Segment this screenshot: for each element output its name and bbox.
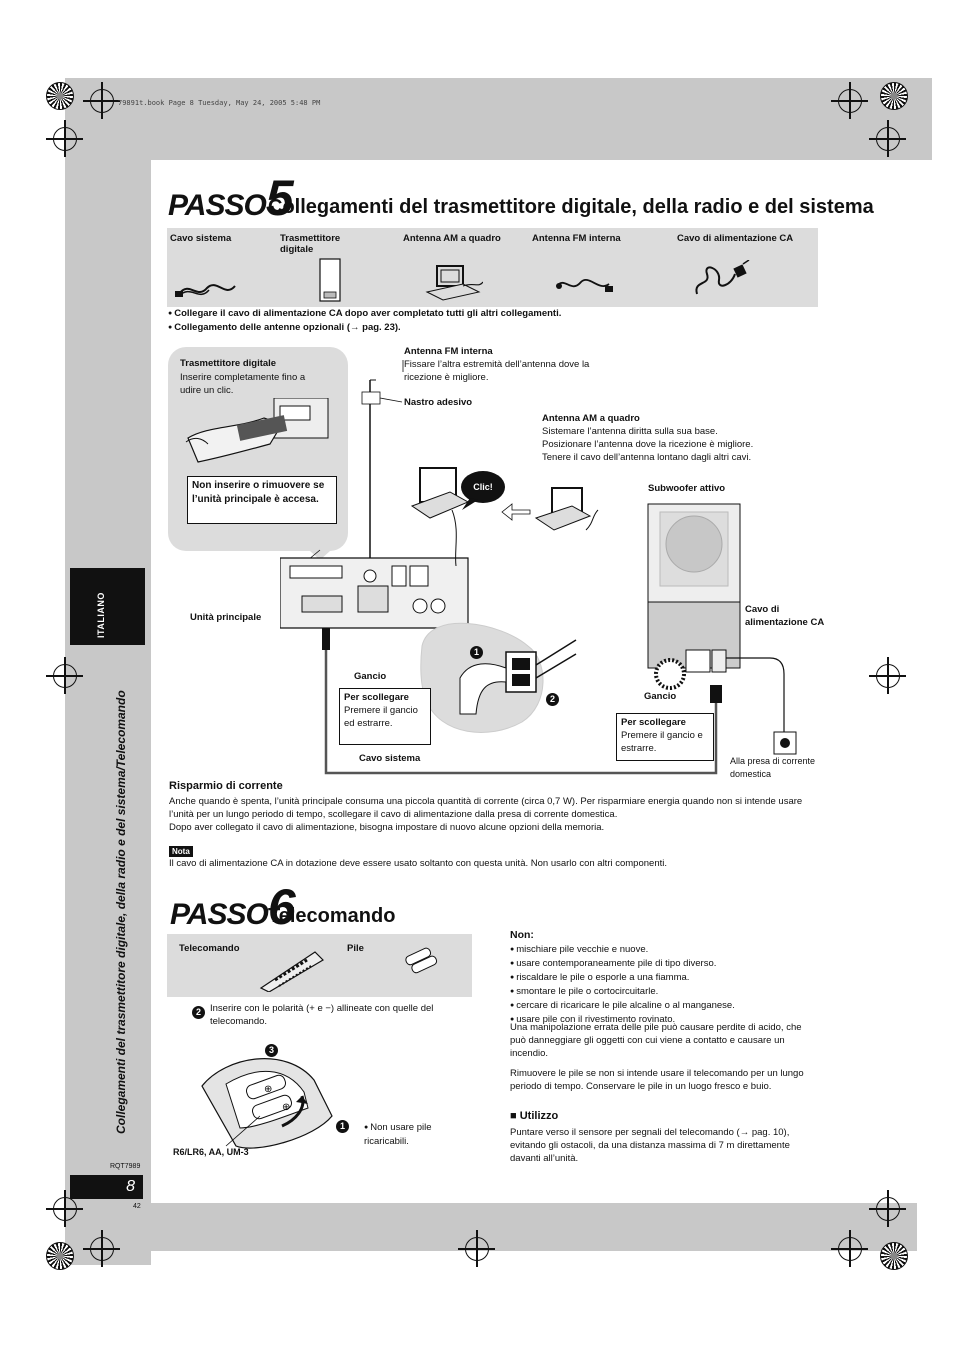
warning-box: Non inserire o rimuovere se l’unità prin… bbox=[187, 476, 337, 524]
use-text: Puntare verso il sensore per segnali del… bbox=[510, 1127, 790, 1164]
unplug-box-right: Per scollegare Premere il gancio e estra… bbox=[616, 713, 714, 761]
crop-mark-icon bbox=[831, 82, 868, 119]
crop-mark-icon bbox=[46, 120, 83, 157]
step6-accessories-box: Telecomando Pile bbox=[167, 934, 472, 997]
am-antenna-text-1: Sistemare l’antenna diritta sulla sua ba… bbox=[542, 426, 718, 437]
am-antenna-text-3: Tenere il cavo dell’antenna lontano dagl… bbox=[542, 452, 752, 463]
fm-antenna-icon bbox=[556, 279, 613, 292]
crop-mark-icon bbox=[458, 1230, 495, 1267]
polarity-plus-icon: ⊕ bbox=[264, 1084, 272, 1095]
language-tab: ITALIANO bbox=[70, 568, 145, 645]
polarity-plus-icon: ⊕ bbox=[282, 1102, 290, 1113]
ac-power-cable-icon bbox=[695, 260, 750, 295]
list-item: riscaldare le pile o esporle a una fiamm… bbox=[510, 971, 815, 985]
step-number-3: 3 bbox=[265, 1044, 278, 1057]
step5-bullets: Collegare il cavo di alimentazione CA do… bbox=[168, 307, 561, 335]
step5-accessories-box: Cavo sistema Trasmettitore digitale Ante… bbox=[167, 228, 818, 307]
connection-diagram: Clic! bbox=[280, 360, 797, 775]
power-cable-label: Cavo di alimentazione CA bbox=[745, 604, 825, 628]
transmitter-text: Inserire completamente fino a udire un c… bbox=[180, 372, 306, 396]
digital-transmitter-icon bbox=[319, 258, 341, 302]
step6-heading: PASSO6 bbox=[170, 879, 296, 935]
note-label: Nota bbox=[169, 846, 193, 857]
step-number-2: 2 bbox=[546, 693, 559, 706]
non-list: mischiare pile vecchie e nuove. usare co… bbox=[510, 943, 815, 1027]
accessory-label: Cavo sistema bbox=[170, 233, 232, 244]
batteries-icon bbox=[405, 947, 438, 974]
crop-mark-icon bbox=[869, 120, 906, 157]
crop-mark-icon bbox=[83, 1230, 120, 1267]
print-line: 79891t.book Page 8 Tuesday, May 24, 2005… bbox=[118, 99, 321, 107]
note-text: Il cavo di alimentazione CA in dotazione… bbox=[169, 858, 667, 869]
accessory-label: Cavo di alimentazione CA bbox=[677, 233, 794, 244]
remote-battery-illustration: ⊕ ⊕ bbox=[201, 1058, 333, 1149]
crop-mark-icon bbox=[869, 657, 906, 694]
step5-title: Collegamenti del trasmettitore digitale,… bbox=[268, 196, 874, 218]
transmitter-insert-illustration bbox=[185, 398, 329, 463]
fm-antenna-title: Antenna FM interna bbox=[404, 346, 493, 357]
unplug-box-left: Per scollegare Premere il gancio ed estr… bbox=[339, 688, 431, 745]
tape-label: Nastro adesivo bbox=[404, 397, 473, 408]
registration-target-icon bbox=[880, 1242, 908, 1270]
bullet-item: Collegamento delle antenne opzionali (→ … bbox=[168, 321, 561, 335]
step-number-2: 2 bbox=[192, 1006, 205, 1019]
energy-text-1: Anche quando è spenta, l’unità principal… bbox=[169, 796, 803, 820]
step-number-1: 1 bbox=[336, 1120, 349, 1133]
insert-text: Inserire con le polarità (+ e −) allinea… bbox=[210, 1003, 434, 1027]
crop-mark-icon bbox=[46, 657, 83, 694]
accessory-label: Trasmettitore digitale bbox=[280, 233, 341, 255]
main-unit-label: Unità principale bbox=[190, 612, 262, 623]
non-title: Non: bbox=[510, 929, 534, 941]
side-section-title: Collegamenti del trasmettitore digitale,… bbox=[114, 690, 128, 1134]
list-item: smontare le pile o cortocircuitarle. bbox=[510, 985, 815, 999]
list-item: usare pile con il rivestimento rovinato. bbox=[510, 1013, 815, 1027]
crop-mark-icon bbox=[46, 1190, 83, 1227]
accessory-label: Antenna FM interna bbox=[532, 233, 621, 244]
registration-target-icon bbox=[46, 82, 74, 110]
page-number-box: 8 bbox=[70, 1175, 143, 1199]
am-antenna-text-2: Posizionare l’antenna dove la ricezione … bbox=[542, 439, 754, 450]
bottom-grey-band bbox=[151, 1203, 917, 1251]
crop-mark-icon bbox=[83, 82, 120, 119]
am-loop-antenna-icon bbox=[425, 265, 483, 301]
square-bullet-icon: ■ bbox=[510, 1110, 517, 1122]
list-item: usare contemporaneamente pile di tipo di… bbox=[510, 957, 815, 971]
fm-antenna-text: Fissare l’altra estremità dell’antenna d… bbox=[404, 359, 590, 383]
system-cable-label: Cavo sistema bbox=[359, 753, 421, 764]
registration-target-icon bbox=[46, 1242, 74, 1270]
top-grey-band bbox=[65, 78, 932, 160]
remote-control-icon bbox=[259, 951, 324, 992]
list-item: cercare di ricaricare le pile alcaline o… bbox=[510, 999, 815, 1013]
crop-mark-icon bbox=[869, 1190, 906, 1227]
document-code: RQT7989 bbox=[110, 1163, 141, 1170]
battery-type-label: R6/LR6, AA, UM-3 bbox=[173, 1147, 249, 1157]
list-item: mischiare pile vecchie e nuove. bbox=[510, 943, 815, 957]
hook-label-left: Gancio bbox=[354, 671, 387, 682]
left-grey-band bbox=[65, 160, 151, 1265]
energy-title: Risparmio di corrente bbox=[169, 780, 283, 792]
transmitter-title: Trasmettitore digitale bbox=[180, 358, 277, 369]
energy-text-2: Dopo aver collegato il cavo di alimentaz… bbox=[169, 822, 605, 833]
remove-text: Rimuovere le pile se non si intende usar… bbox=[510, 1068, 804, 1092]
registration-target-icon bbox=[880, 82, 908, 110]
accessory-label: Pile bbox=[347, 943, 364, 954]
step5-heading: PASSO5 bbox=[168, 170, 294, 226]
accessory-label: Telecomando bbox=[179, 943, 240, 954]
use-title: ■ Utilizzo bbox=[510, 1110, 559, 1122]
step6-title: Telecomando bbox=[268, 905, 396, 927]
hook-label-right: Gancio bbox=[644, 691, 677, 702]
rechargeable-note: Non usare pile ricaricabili. bbox=[364, 1121, 464, 1148]
subwoofer-label: Subwoofer attivo bbox=[648, 483, 726, 494]
am-antenna-title: Antenna AM a quadro bbox=[542, 413, 640, 424]
bullet-item: Collegare il cavo di alimentazione CA do… bbox=[168, 307, 561, 321]
step-number-1: 1 bbox=[470, 646, 483, 659]
small-page-number: 42 bbox=[133, 1203, 141, 1210]
click-bubble-label: Clic! bbox=[473, 482, 493, 492]
outlet-label: Alla presa di corrente domestica bbox=[730, 756, 816, 779]
misuse-text: Una manipolazione errata delle pile può … bbox=[510, 1022, 802, 1059]
system-cable-icon bbox=[175, 284, 236, 297]
crop-mark-icon bbox=[831, 1230, 868, 1267]
accessory-label: Antenna AM a quadro bbox=[403, 233, 501, 244]
